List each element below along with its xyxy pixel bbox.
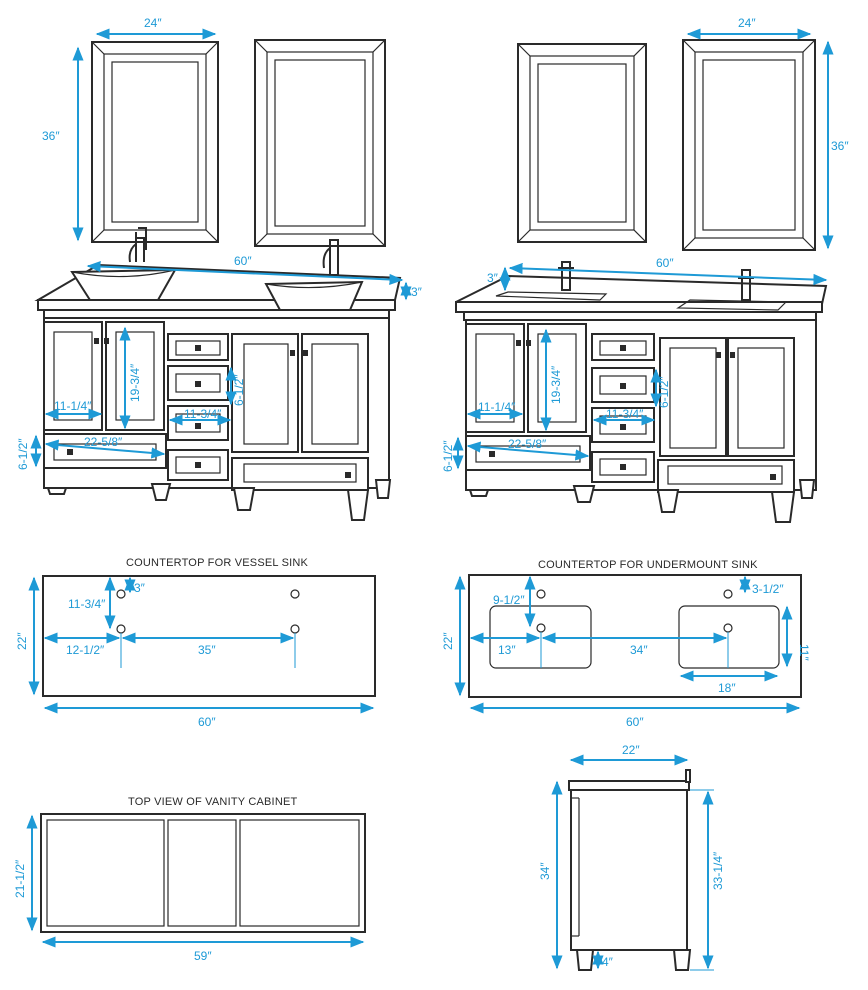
top-view-title: TOP VIEW OF VANITY CABINET [128, 796, 297, 808]
side-depth-label: 22″ [622, 743, 640, 757]
undermount-sink-spacing-label: 34″ [630, 643, 648, 657]
mirror-left-um [517, 43, 647, 243]
door-height-label: 19-3/4″ [128, 363, 142, 402]
faucet-hole-right-um [723, 589, 733, 599]
mirror-height-label-um: 36″ [831, 139, 849, 153]
top-view-depth-label: 21-1/2″ [13, 859, 27, 898]
front-view-undermount-sink: 24″ 36″ 60″ 3″ 19-3/4″ 11-1/4″ 6-1/2″ 11… [441, 16, 849, 523]
mirror-width-label: 24″ [144, 16, 162, 30]
mirror-right [254, 39, 386, 247]
vessel-edge-offset-label: 12-1/2″ [66, 643, 105, 657]
top-view-width-label: 59″ [194, 949, 212, 963]
vessel-hole-spacing-label: 35″ [198, 643, 216, 657]
side-view-cabinet: 22″ 34″ 33-1/4″ 4″ [538, 743, 725, 971]
undermount-hole-depth-label: 9-1/2″ [493, 593, 525, 607]
front-view-vessel-sink: 24″ 36″ 60″ 3″ 19-3/4″ 11-1/4″ 6-1/2″ 11… [16, 16, 423, 521]
faucet-hole-left [116, 589, 126, 599]
top-view-cabinet: TOP VIEW OF VANITY CABINET 21-1/2″ 59″ [13, 796, 366, 963]
vessel-depth-label: 22″ [15, 632, 29, 650]
mirror-width-label-um: 24″ [738, 16, 756, 30]
undermount-countertop-title: COUNTERTOP FOR UNDERMOUNT SINK [538, 559, 758, 571]
bottom-drawer-height-label-um: 6-1/2″ [441, 440, 455, 472]
vessel-width-label: 60″ [198, 715, 216, 729]
drawer-height-label-um: 6-1/2″ [657, 376, 671, 408]
mirror-left [91, 41, 219, 243]
center-drawer-width-label: 11-3/4″ [184, 407, 222, 421]
undermount-edge-offset-label: 13″ [498, 643, 516, 657]
undermount-depth-label: 22″ [441, 632, 455, 650]
door-height-label-um: 19-3/4″ [549, 365, 563, 404]
bottom-drawer-height-label: 6-1/2″ [16, 438, 30, 470]
undermount-sink-height-label: 11″ [797, 644, 811, 661]
countertop-undermount [455, 261, 828, 321]
faucet-hole-right [290, 589, 300, 599]
faucet-hole-left-um [536, 589, 546, 599]
vessel-countertop-plan: COUNTERTOP FOR VESSEL SINK 3″ 11-3/4″ 12… [15, 557, 376, 729]
mirror-right-um [682, 39, 816, 251]
side-overall-height-label: 34″ [538, 862, 552, 880]
side-cabinet-height-label: 33-1/4″ [711, 851, 725, 890]
undermount-width-label: 60″ [626, 715, 644, 729]
vessel-hole-depth-label: 11-3/4″ [68, 597, 106, 611]
drain-hole-right [290, 624, 300, 634]
drawer-height-label: 6-1/2″ [232, 374, 246, 406]
drain-hole-left [116, 624, 126, 634]
mirror-height-label: 36″ [42, 129, 60, 143]
counter-thickness-label-um: 3″ [487, 271, 499, 285]
drain-hole-left-um [536, 623, 546, 633]
vessel-countertop-title: COUNTERTOP FOR VESSEL SINK [126, 557, 309, 569]
counter-width-label-um: 60″ [656, 256, 674, 270]
cabinet-undermount [465, 319, 817, 523]
center-drawer-width-label-um: 11-3/4″ [606, 407, 644, 421]
undermount-countertop-plan: COUNTERTOP FOR UNDERMOUNT SINK 9-1/2″ 3-… [441, 559, 811, 729]
bottom-drawer-width-label-um: 22-5/8″ [508, 437, 547, 451]
counter-width-label: 60″ [234, 254, 252, 268]
door-width-label-um: 11-1/4″ [478, 400, 516, 414]
side-leg-height-label: 4″ [602, 955, 614, 969]
door-width-label: 11-1/4″ [54, 399, 92, 413]
undermount-sink-width-label: 18″ [718, 681, 736, 695]
vessel-back-offset-label: 3″ [134, 581, 146, 595]
counter-thickness-label: 3″ [411, 285, 423, 299]
drain-hole-right-um [723, 623, 733, 633]
undermount-back-offset-label: 3-1/2″ [752, 582, 784, 596]
bottom-drawer-width-label: 22-5/8″ [84, 435, 123, 449]
